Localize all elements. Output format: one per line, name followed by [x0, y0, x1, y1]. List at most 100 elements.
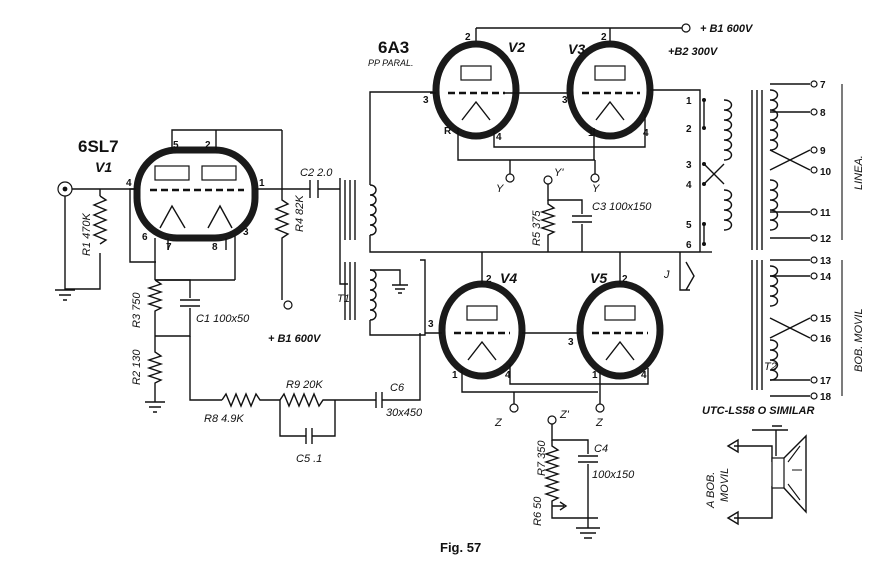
- svg-text:R1 470K: R1 470K: [81, 213, 93, 256]
- tube-v1-type: 6SL7: [78, 137, 119, 156]
- svg-text:C2 2.0: C2 2.0: [300, 167, 333, 179]
- svg-text:4: 4: [496, 132, 502, 143]
- tube-v3: V3 2 3 1 4: [562, 32, 701, 252]
- svg-text:5: 5: [173, 140, 179, 151]
- svg-text:2: 2: [486, 274, 492, 285]
- svg-text:BOB. MOVIL: BOB. MOVIL: [853, 308, 865, 372]
- resistor-r3: R3 750: [131, 279, 164, 340]
- svg-text:2: 2: [622, 274, 628, 285]
- svg-text:4: 4: [126, 178, 132, 189]
- cathode-network-bottom: Z Z' Z R7 350 R6 50 C4 100x150: [494, 392, 635, 539]
- svg-text:MOVIL: MOVIL: [719, 468, 731, 502]
- svg-text:R2 130: R2 130: [131, 349, 143, 385]
- svg-text:A BOB.: A BOB.: [705, 472, 717, 509]
- svg-text:100x150: 100x150: [592, 469, 635, 481]
- svg-text:3: 3: [428, 319, 434, 330]
- svg-text:4: 4: [505, 370, 511, 381]
- svg-text:11: 11: [820, 208, 831, 219]
- svg-text:T1: T1: [337, 293, 350, 305]
- line-taps: 7 8 9 10 11 12 LINEA.: [810, 80, 865, 245]
- speaker: UTC-LS58 O SIMILAR A BOB. MOVIL: [702, 405, 815, 526]
- svg-text:1: 1: [452, 370, 458, 381]
- resistor-r1: R1 470K: [81, 195, 108, 256]
- svg-text:R8 4.9K: R8 4.9K: [204, 413, 244, 425]
- tube-v2: V2 2 3 4 R: [423, 32, 605, 161]
- svg-text:9: 9: [820, 146, 826, 157]
- svg-text:C3 100x150: C3 100x150: [592, 201, 652, 213]
- transformer-t1: T1: [337, 91, 700, 336]
- supply-b1-low: + B1 600V: [268, 333, 322, 345]
- svg-text:3: 3: [686, 160, 692, 171]
- svg-text:6: 6: [142, 232, 148, 243]
- cathode-network-top: Y Y' Y R5 375 C3 100x150: [496, 160, 652, 252]
- tube-v4: V4 2 3 1 4: [425, 252, 598, 393]
- svg-text:C1 100x50: C1 100x50: [196, 313, 250, 325]
- jack-j: J: [663, 252, 695, 291]
- svg-text:R5 375: R5 375: [531, 210, 543, 246]
- svg-text:12: 12: [820, 234, 832, 245]
- svg-text:6: 6: [686, 240, 692, 251]
- svg-text:R9 20K: R9 20K: [286, 379, 323, 391]
- svg-text:10: 10: [820, 167, 832, 178]
- figure-caption: Fig. 57: [440, 540, 481, 555]
- svg-text:C5 .1: C5 .1: [296, 453, 322, 465]
- svg-text:15: 15: [820, 314, 832, 325]
- tube-pair-top-type: 6A3: [378, 38, 409, 57]
- transformer-part: UTC-LS58 O SIMILAR: [702, 405, 815, 417]
- svg-text:Z': Z': [559, 409, 570, 421]
- svg-text:R3 750: R3 750: [131, 292, 143, 328]
- svg-text:1: 1: [259, 178, 265, 189]
- svg-text:C4: C4: [594, 443, 608, 455]
- svg-text:V5: V5: [590, 270, 607, 286]
- voice-coil-taps: 13 14 15 16 17 18 BOB. MOVIL: [810, 256, 865, 403]
- svg-text:Y: Y: [592, 183, 600, 195]
- supply-b1: + B1 600V: [700, 23, 754, 35]
- svg-text:R6 50: R6 50: [532, 496, 544, 526]
- feedback-network: R8 4.9K R9 20K C5 .1 C6 30x450: [204, 333, 423, 465]
- svg-text:2: 2: [205, 140, 211, 151]
- svg-text:17: 17: [820, 376, 832, 387]
- svg-text:16: 16: [820, 334, 832, 345]
- svg-text:1: 1: [686, 96, 692, 107]
- capacitor-c1: C1 100x50: [155, 279, 250, 401]
- resistor-r4: R4 82K + B1 600V: [268, 130, 322, 345]
- resistor-r2: R2 130: [131, 340, 165, 413]
- svg-text:3: 3: [562, 95, 568, 106]
- capacitor-c2: C2 2.0: [290, 167, 340, 198]
- svg-text:5: 5: [686, 220, 692, 231]
- svg-text:Y': Y': [554, 167, 564, 179]
- svg-text:2: 2: [601, 32, 607, 43]
- svg-text:18: 18: [820, 392, 832, 403]
- svg-text:3: 3: [568, 337, 574, 348]
- supply-b2: +B2 300V: [668, 46, 719, 58]
- svg-text:3: 3: [423, 95, 429, 106]
- svg-text:Z: Z: [595, 417, 604, 429]
- svg-text:2: 2: [465, 32, 471, 43]
- svg-text:4: 4: [641, 370, 647, 381]
- svg-text:8: 8: [820, 108, 826, 119]
- tube-v1: 6SL7 V1 5 2 4 1 6 7 8 3: [78, 129, 290, 280]
- svg-text:14: 14: [820, 272, 832, 283]
- svg-text:7: 7: [820, 80, 826, 91]
- svg-text:R4 82K: R4 82K: [294, 195, 306, 232]
- svg-text:2: 2: [686, 124, 692, 135]
- svg-text:V4: V4: [500, 270, 517, 286]
- tube-pair-top: 6A3 PP PARAL. + B1 600V +B2 300V: [368, 23, 754, 68]
- svg-text:J: J: [663, 269, 670, 281]
- svg-text:LINEA.: LINEA.: [853, 155, 865, 190]
- svg-text:4: 4: [643, 128, 649, 139]
- input-jack: [55, 181, 136, 301]
- svg-text:Y: Y: [496, 183, 504, 195]
- svg-text:R7 350: R7 350: [536, 440, 548, 476]
- svg-text:13: 13: [820, 256, 832, 267]
- svg-text:V3: V3: [568, 41, 585, 57]
- svg-text:3: 3: [243, 227, 249, 238]
- svg-text:8: 8: [212, 242, 218, 253]
- svg-text:T2: T2: [764, 361, 777, 373]
- svg-text:R: R: [444, 126, 452, 137]
- svg-text:30x450: 30x450: [386, 407, 423, 419]
- svg-text:7: 7: [166, 242, 172, 253]
- svg-text:4: 4: [686, 180, 692, 191]
- tube-pair-top-note: PP PARAL.: [368, 58, 414, 68]
